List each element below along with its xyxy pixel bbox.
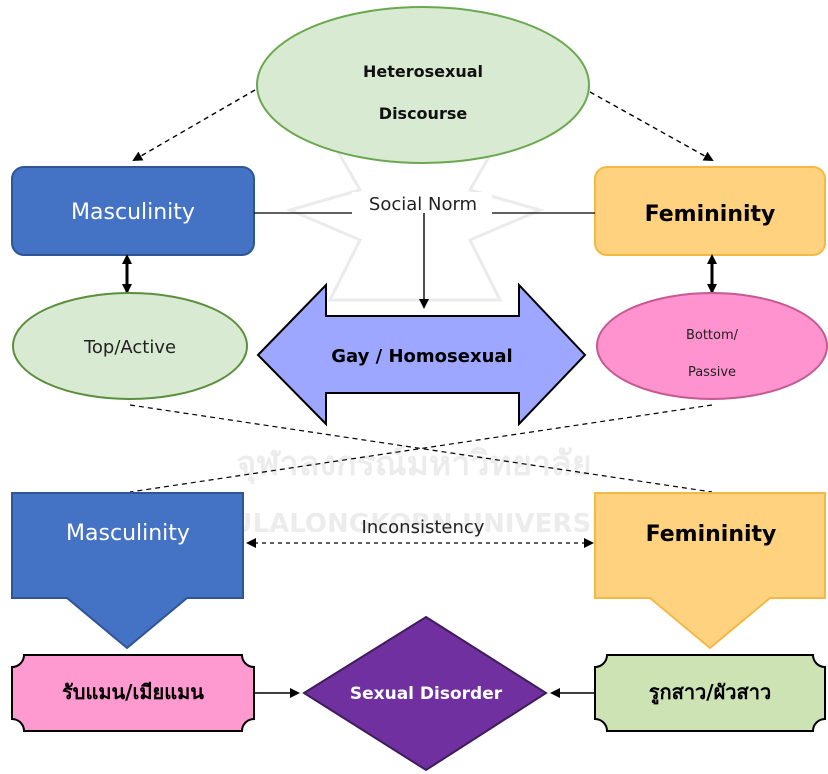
watermark: จุฬาลงกรณ์มหาวิทยาลัย CHULALONGKORN UNIV… bbox=[191, 75, 639, 539]
masculinity-bottom-label: Masculinity bbox=[66, 521, 190, 546]
top-active-node bbox=[12, 292, 248, 400]
inconsistency-label: Inconsistency bbox=[362, 517, 485, 538]
heterosexual-discourse-node bbox=[256, 6, 590, 164]
discourse-to-femininity-arrow bbox=[589, 91, 714, 161]
social-norm-label: Social Norm bbox=[369, 194, 477, 215]
bottom-passive-label-line2: Passive bbox=[688, 365, 736, 380]
bottom-passive-to-masculinity-dashed bbox=[129, 404, 713, 493]
top-active-to-femininity-dashed bbox=[129, 404, 713, 493]
discourse-label-line2: Discourse bbox=[379, 104, 468, 123]
sexual-disorder-diamond bbox=[302, 615, 548, 772]
discourse-to-masculinity-arrow bbox=[132, 89, 256, 162]
gay-homosexual-label: Gay / Homosexual bbox=[331, 346, 512, 367]
masculinity-bottom-block-arrow bbox=[11, 492, 244, 650]
social-norm-label-bg bbox=[352, 192, 492, 216]
left-term-box bbox=[11, 654, 255, 732]
masculinity-top-label: Masculinity bbox=[71, 200, 195, 225]
right-term-box bbox=[594, 654, 826, 732]
right-term-label: รูกสาว/ผัวสาว bbox=[649, 680, 771, 706]
femininity-top-label: Femininity bbox=[645, 202, 776, 227]
top-active-label: Top/Active bbox=[83, 337, 176, 358]
femininity-bottom-label: Femininity bbox=[646, 522, 777, 547]
gay-homosexual-double-arrow bbox=[256, 282, 587, 427]
left-term-label: รับแมน/เมียแมน bbox=[62, 680, 204, 704]
sexual-disorder-label: Sexual Disorder bbox=[350, 684, 503, 704]
masculinity-top-box bbox=[11, 166, 255, 256]
femininity-bottom-block-arrow bbox=[594, 492, 826, 650]
bottom-passive-node bbox=[596, 292, 828, 400]
watermark-text: จุฬาลงกรณ์มหาวิทยาลัย bbox=[236, 444, 591, 485]
discourse-label-line1: Heterosexual bbox=[363, 62, 483, 81]
watermark-text-en: CHULALONGKORN UNIVERSITY bbox=[191, 509, 639, 539]
bottom-passive-label-line1: Bottom/ bbox=[686, 328, 739, 343]
